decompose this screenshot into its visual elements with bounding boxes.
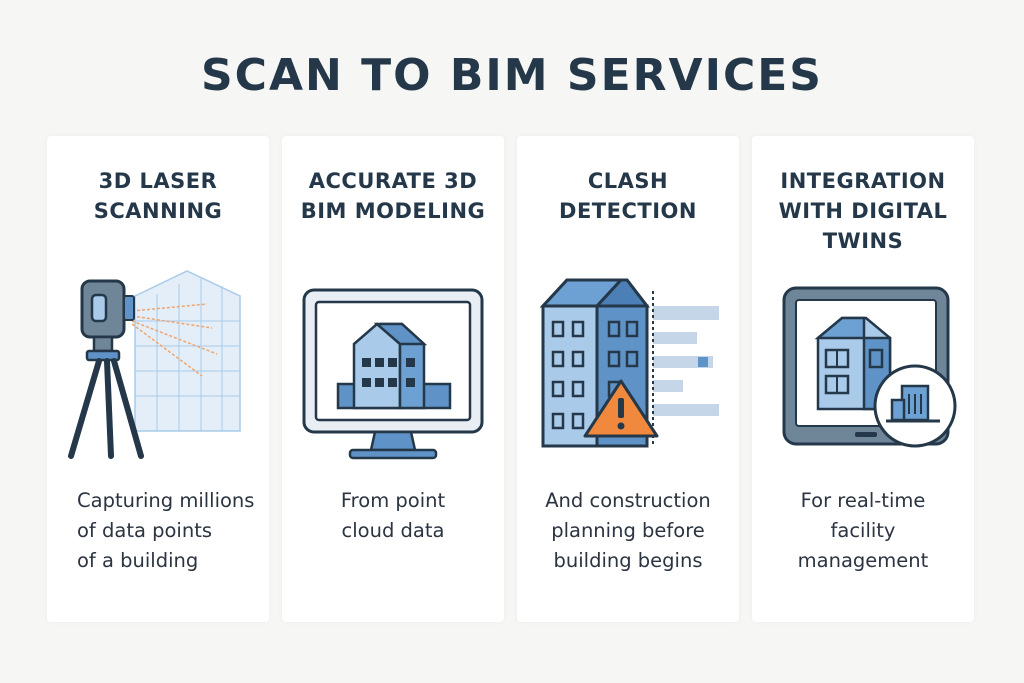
card-bim-modeling: ACCURATE 3D BIM MODELING From point clou… [282,136,504,622]
card-title: 3D LASER SCANNING [93,169,223,223]
monitor-building-icon [302,288,484,460]
card-description: For real-time facility management [797,489,929,572]
clash-warning-icon [539,278,719,448]
card-digital-twins: INTEGRATION WITH DIGITAL TWINS For real-… [752,136,974,622]
card-description: Capturing millions of data points of a b… [77,489,255,572]
card-laser-scanning: 3D LASER SCANNING [47,136,269,622]
laser-scanner-icon [68,270,241,459]
card-title: ACCURATE 3D BIM MODELING [300,169,486,223]
card-title: CLASH DETECTION [559,169,697,223]
digital-twin-tablet-icon [782,286,957,448]
card-description: And construction planning before buildin… [545,489,711,572]
page-title: SCAN TO BIM SERVICES [200,50,823,101]
card-title: INTEGRATION WITH DIGITAL TWINS [778,169,948,253]
card-description: From point cloud data [340,489,446,542]
card-clash-detection: CLASH DETECTION And construc [517,136,739,622]
